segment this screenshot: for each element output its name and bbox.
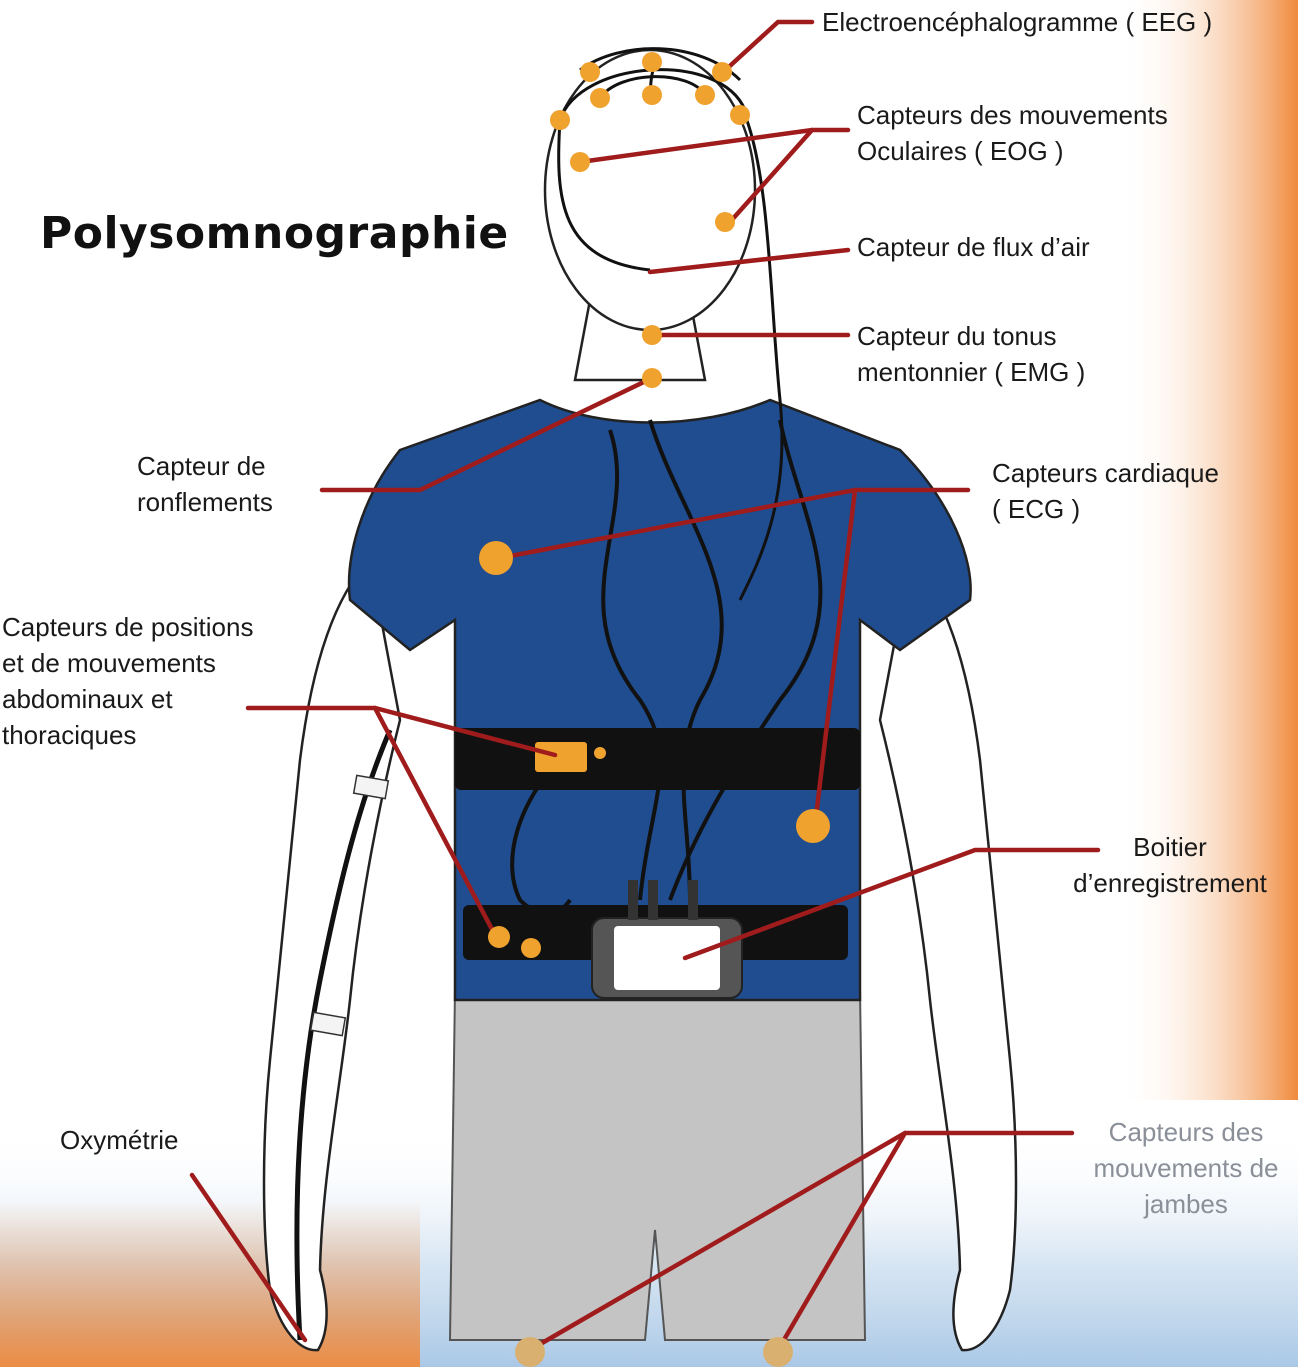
label-emg: Capteur du tonus mentonnier ( EMG ) — [857, 318, 1085, 390]
eeg-electrode — [695, 85, 715, 105]
snoring-sensor — [642, 368, 662, 388]
label-airflow-line: Capteur de flux d’air — [857, 229, 1090, 265]
eeg-electrode — [580, 62, 600, 82]
shorts — [450, 990, 865, 1340]
chest-belt — [455, 728, 860, 790]
leader-line-eeg — [720, 22, 812, 75]
label-positions-line: abdominaux et — [2, 681, 253, 717]
label-ecg: Capteurs cardiaque ( ECG ) — [992, 455, 1219, 527]
ecg-electrode — [796, 809, 830, 843]
label-eeg: Electroencéphalogramme ( EEG ) — [822, 4, 1212, 40]
label-snoring: Capteur de ronflements — [137, 448, 273, 520]
eeg-electrode — [550, 110, 570, 130]
label-legs: Capteurs des mouvements de jambes — [1074, 1114, 1298, 1222]
ecg-electrode — [479, 541, 513, 575]
label-positions-line: thoraciques — [2, 717, 253, 753]
eeg-electrode — [590, 88, 610, 108]
eeg-electrode — [642, 85, 662, 105]
emg-electrode — [642, 325, 662, 345]
label-legs-line: mouvements de — [1074, 1150, 1298, 1186]
abdominal-sensor — [488, 926, 510, 948]
eeg-electrode — [712, 62, 732, 82]
label-airflow: Capteur de flux d’air — [857, 229, 1090, 265]
chest-belt-dot — [594, 747, 606, 759]
label-emg-line: mentonnier ( EMG ) — [857, 354, 1085, 390]
label-snoring-line: Capteur de — [137, 448, 273, 484]
eeg-electrode — [730, 105, 750, 125]
chest-belt-sensor — [535, 742, 587, 772]
label-recorder-line: d’enregistrement — [1052, 865, 1288, 901]
label-positions: Capteurs de positions et de mouvements a… — [2, 609, 253, 753]
label-eog: Capteurs des mouvements Oculaires ( EOG … — [857, 97, 1168, 169]
label-recorder: Boitier d’enregistrement — [1052, 829, 1288, 901]
leg-sensor — [763, 1337, 793, 1367]
label-positions-line: Capteurs de positions — [2, 609, 253, 645]
eeg-electrode — [642, 52, 662, 72]
label-legs-line: jambes — [1074, 1186, 1298, 1222]
leg-sensor — [515, 1337, 545, 1367]
eog-electrode — [715, 212, 735, 232]
label-ecg-line: ( ECG ) — [992, 491, 1219, 527]
label-snoring-line: ronflements — [137, 484, 273, 520]
eog-electrode — [570, 152, 590, 172]
label-ecg-line: Capteurs cardiaque — [992, 455, 1219, 491]
label-eog-line: Capteurs des mouvements — [857, 97, 1168, 133]
label-oximetry-line: Oxymétrie — [60, 1122, 178, 1158]
abdominal-sensor — [521, 938, 541, 958]
label-recorder-line: Boitier — [1052, 829, 1288, 865]
label-legs-line: Capteurs des — [1074, 1114, 1298, 1150]
page-title: Polysomnographie — [40, 208, 509, 259]
label-emg-line: Capteur du tonus — [857, 318, 1085, 354]
label-positions-line: et de mouvements — [2, 645, 253, 681]
label-eeg-line: Electroencéphalogramme ( EEG ) — [822, 4, 1212, 40]
label-oximetry: Oxymétrie — [60, 1122, 178, 1158]
label-eog-line: Oculaires ( EOG ) — [857, 133, 1168, 169]
